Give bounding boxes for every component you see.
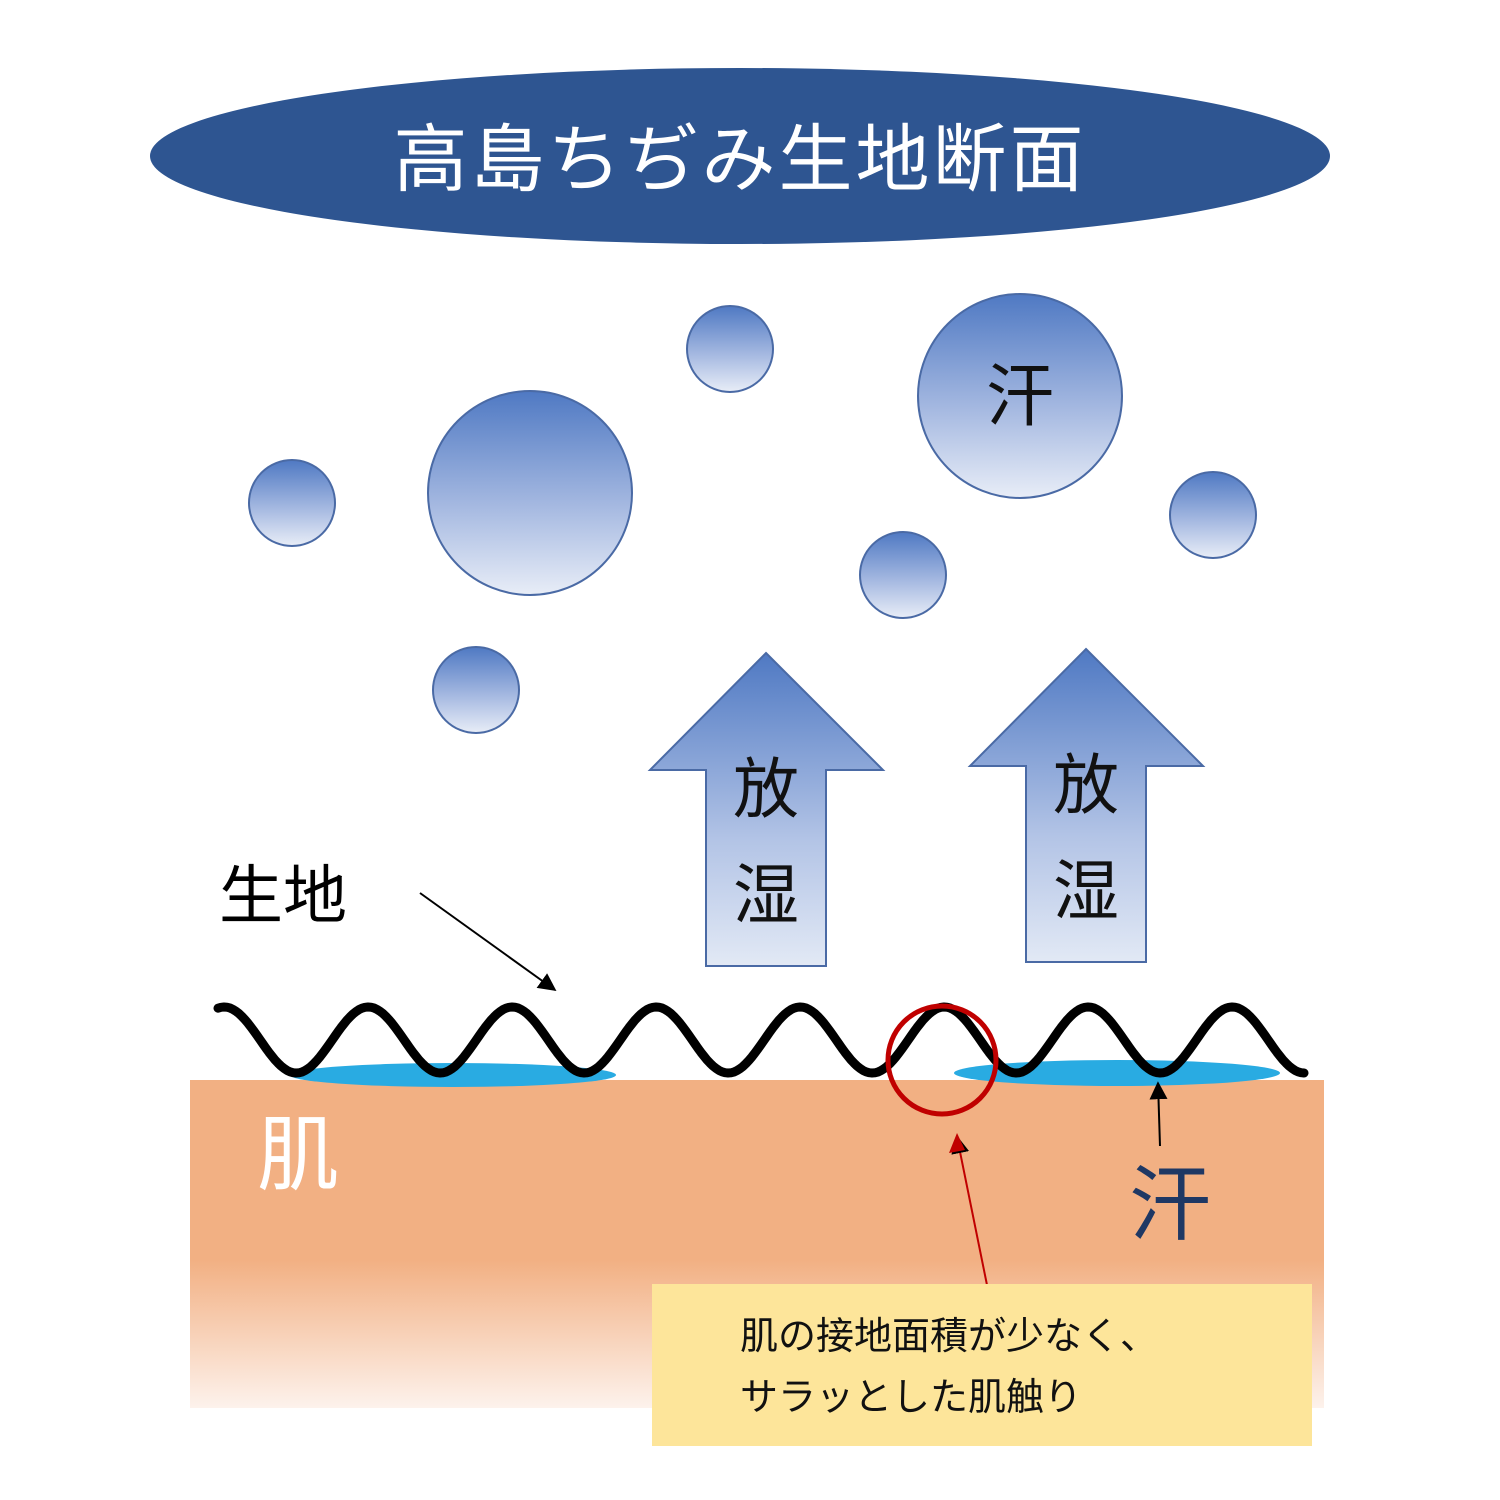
up-arrow-shape <box>647 651 886 967</box>
sweat-droplet <box>686 305 774 393</box>
contact-point-ring <box>885 1003 999 1117</box>
sweat-droplets <box>248 293 1257 734</box>
title-text: 高島ちぢみ生地断面 <box>394 117 1087 203</box>
release-arrow-left: 放 湿 <box>647 651 886 967</box>
fabric-label: 生地 <box>219 860 347 934</box>
sweat-droplet <box>1169 471 1257 559</box>
arrow-label-top: 放 <box>1053 747 1119 824</box>
note-background <box>652 1284 1312 1446</box>
arrow-label-top: 放 <box>733 751 799 828</box>
sweat-droplet-labeled <box>917 293 1123 499</box>
note-box: 肌の接地面積が少なく、 サラッとした肌触り <box>652 1284 1312 1446</box>
sweat-droplet <box>432 646 520 734</box>
fabric-wave-line <box>213 1002 1309 1078</box>
sweat-droplet <box>859 531 947 619</box>
skin-label: 肌 <box>257 1108 339 1203</box>
sweat-droplet <box>248 459 336 547</box>
arrow-label-bottom: 湿 <box>1053 853 1119 930</box>
arrow-label-bottom: 湿 <box>733 857 799 934</box>
droplet-label: 汗 <box>986 358 1054 437</box>
sweat-film-left <box>290 1063 616 1087</box>
note-line-2: サラッとした肌触り <box>740 1375 1082 1419</box>
title-ellipse <box>150 68 1330 244</box>
sweat-label: 汗 <box>1129 1158 1211 1253</box>
contact-pointer-arrow <box>951 1135 988 1286</box>
up-arrow-shape <box>967 647 1206 963</box>
release-arrow-right: 放 湿 <box>967 647 1206 963</box>
title-banner: 高島ちぢみ生地断面 <box>150 68 1330 244</box>
contact-pointer-head <box>949 1133 965 1153</box>
sweat-pointer-arrow <box>1149 1081 1168 1147</box>
sweat-droplet <box>427 390 633 596</box>
note-line-1: 肌の接地面積が少なく、 <box>740 1314 1158 1358</box>
fabric-pointer-arrow <box>419 892 557 992</box>
